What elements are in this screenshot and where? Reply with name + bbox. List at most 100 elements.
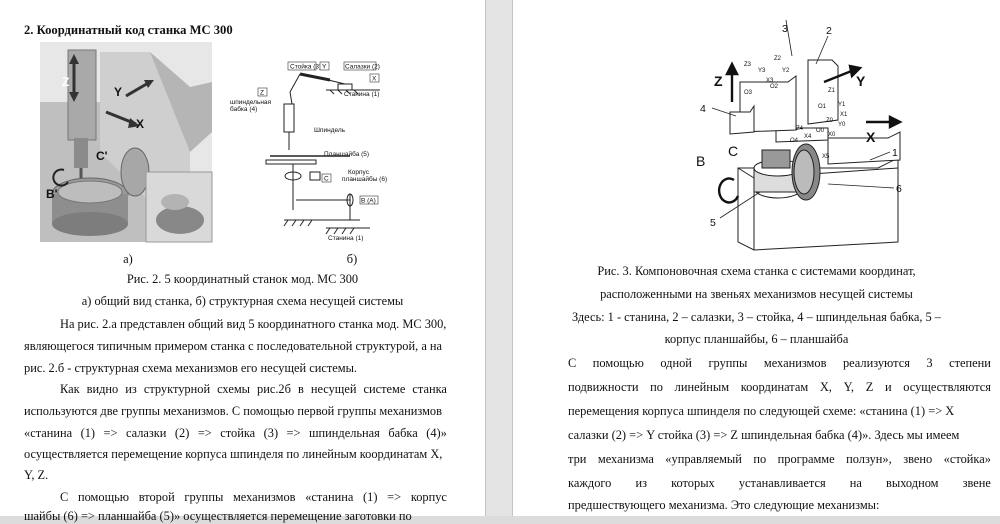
word: салазки [125, 426, 167, 440]
word: помощью [592, 356, 644, 370]
coord-z2: Z2 [774, 56, 782, 62]
figure-caption-legend: Здесь: 1 - станина, 2 – салазки, 3 – сто… [571, 310, 942, 324]
word: (2) [174, 426, 190, 440]
figure-caption-legend: корпус планшайбы, 6 – планшайба [664, 332, 849, 346]
figure-caption-title: Рис. 2. 5 координатный станок мод. МС 30… [126, 272, 359, 286]
coord-x4: X4 [804, 134, 812, 140]
word: осуществляются [903, 380, 991, 394]
subfigure-label-a: а) [123, 252, 133, 266]
coord-o4: O4 [790, 138, 799, 144]
word: на [849, 476, 862, 490]
word: линейным [674, 380, 730, 394]
word: второй [138, 490, 175, 504]
label-korpus-1: Корпус [348, 169, 370, 176]
paragraph-line: Y, Z. [24, 468, 49, 482]
photo-axis-c: C' [96, 149, 108, 163]
word: видно [86, 382, 119, 396]
coord-x3: X3 [766, 78, 774, 84]
paragraph-line-cut: шайбы (6) => планшайба (5)» осуществляет… [24, 509, 412, 523]
label-babka-1: шпиндельная [230, 99, 272, 106]
diagram-num-5: 5 [710, 217, 716, 229]
figure-caption-title: Рис. 3. Компоновочная схема станка с сис… [597, 264, 916, 278]
word: выходном [886, 476, 939, 490]
photo-axis-b: B' [46, 187, 58, 201]
paragraph-line: рис. 2.б - структурная схема механизмов … [24, 361, 358, 375]
diagram-num-4: 4 [700, 103, 706, 115]
word: помощью [77, 490, 130, 504]
word: (1) [80, 426, 96, 440]
diagram-axis-c: C [728, 143, 738, 159]
word: координатам [740, 380, 809, 394]
structural-schema: Стойка (3) Y Салазки (2) X Станина (1) Z… [230, 61, 387, 242]
word: подвижности [568, 380, 639, 394]
diagram-axis-b: B [696, 153, 705, 169]
word: в [297, 382, 304, 396]
word: рис.2б [257, 382, 291, 396]
word: корпус [410, 490, 447, 504]
page-gutter [485, 0, 513, 516]
document-page-right: 3 2 4 1 6 5 Z Y X B C Z3 Z2 Y2 Y3 X3 O3 … [513, 0, 1000, 516]
coord-y2: Y2 [782, 68, 790, 74]
diagram-axis-y: Y [856, 73, 866, 89]
word: реализуются [842, 356, 910, 370]
word: группы [184, 490, 224, 504]
coord-o0: O0 [816, 128, 825, 134]
word: «станина [24, 426, 73, 440]
label-stanina-bottom: Станина (1) [328, 235, 363, 242]
coord-y3: Y3 [758, 68, 766, 74]
word: программе [777, 452, 835, 466]
word: и [884, 380, 892, 394]
word: схемы [217, 382, 250, 396]
diagram-num-3: 3 [782, 23, 788, 35]
word: станка [412, 382, 447, 396]
schema-axis-c: C [324, 176, 329, 183]
word: Z [865, 380, 874, 394]
paragraph-line-justified: каждого из которых устанавливается на выходно… [568, 475, 991, 491]
label-stanina-top: Станина (1) [344, 91, 379, 98]
word: 3 [926, 356, 933, 370]
subfigure-label-b: б) [346, 252, 358, 266]
word: «стойка» [943, 452, 991, 466]
schema-axis-y: Y [322, 64, 327, 71]
word: механизмов [232, 490, 296, 504]
paragraph-line: салазки (2) => Y стойка (3) => Z шпиндел… [568, 428, 960, 442]
word: из [635, 476, 648, 490]
word: которых [671, 476, 715, 490]
word: => [286, 426, 301, 440]
document-page-left: 2. Координатный код станка МС 300 Z Y X … [0, 0, 485, 523]
word: стойка [220, 426, 256, 440]
coord-x1: X1 [840, 112, 848, 118]
word: (3) [263, 426, 279, 440]
photo-axis-y: Y [114, 85, 122, 99]
photo-axis-z: Z [62, 75, 69, 89]
word: (4)» [426, 426, 447, 440]
word: степени [949, 356, 991, 370]
label-planshaiba: Планшайба (5) [324, 150, 369, 158]
coord-z4: Z4 [796, 126, 804, 132]
word: несущей [310, 382, 357, 396]
word: => [387, 490, 402, 504]
diagram-num-2: 2 [826, 25, 832, 37]
word: по [650, 380, 663, 394]
word: устанавливается [738, 476, 826, 490]
word: группы [708, 356, 748, 370]
label-salazki: Салазки (2) [345, 64, 380, 71]
word: Как [60, 382, 80, 396]
word: каждого [568, 476, 612, 490]
coord-o2: O2 [770, 84, 779, 90]
word: звено [903, 452, 933, 466]
word: => [103, 426, 118, 440]
word: => [197, 426, 212, 440]
diagram-axis-z: Z [714, 73, 723, 89]
word: из [125, 382, 137, 396]
paragraph-line-justified: «станина(1)=>салазки(2)=>стойка(3)=>шпин… [24, 425, 447, 441]
label-korpus-2: планшайбы (6) [342, 175, 387, 183]
photo-axis-x: X [136, 117, 144, 131]
schema-axis-b: B (A) [361, 198, 376, 205]
paragraph-line: осуществляется перемещение корпуса шпинд… [24, 447, 443, 461]
word: (1) [363, 490, 378, 504]
